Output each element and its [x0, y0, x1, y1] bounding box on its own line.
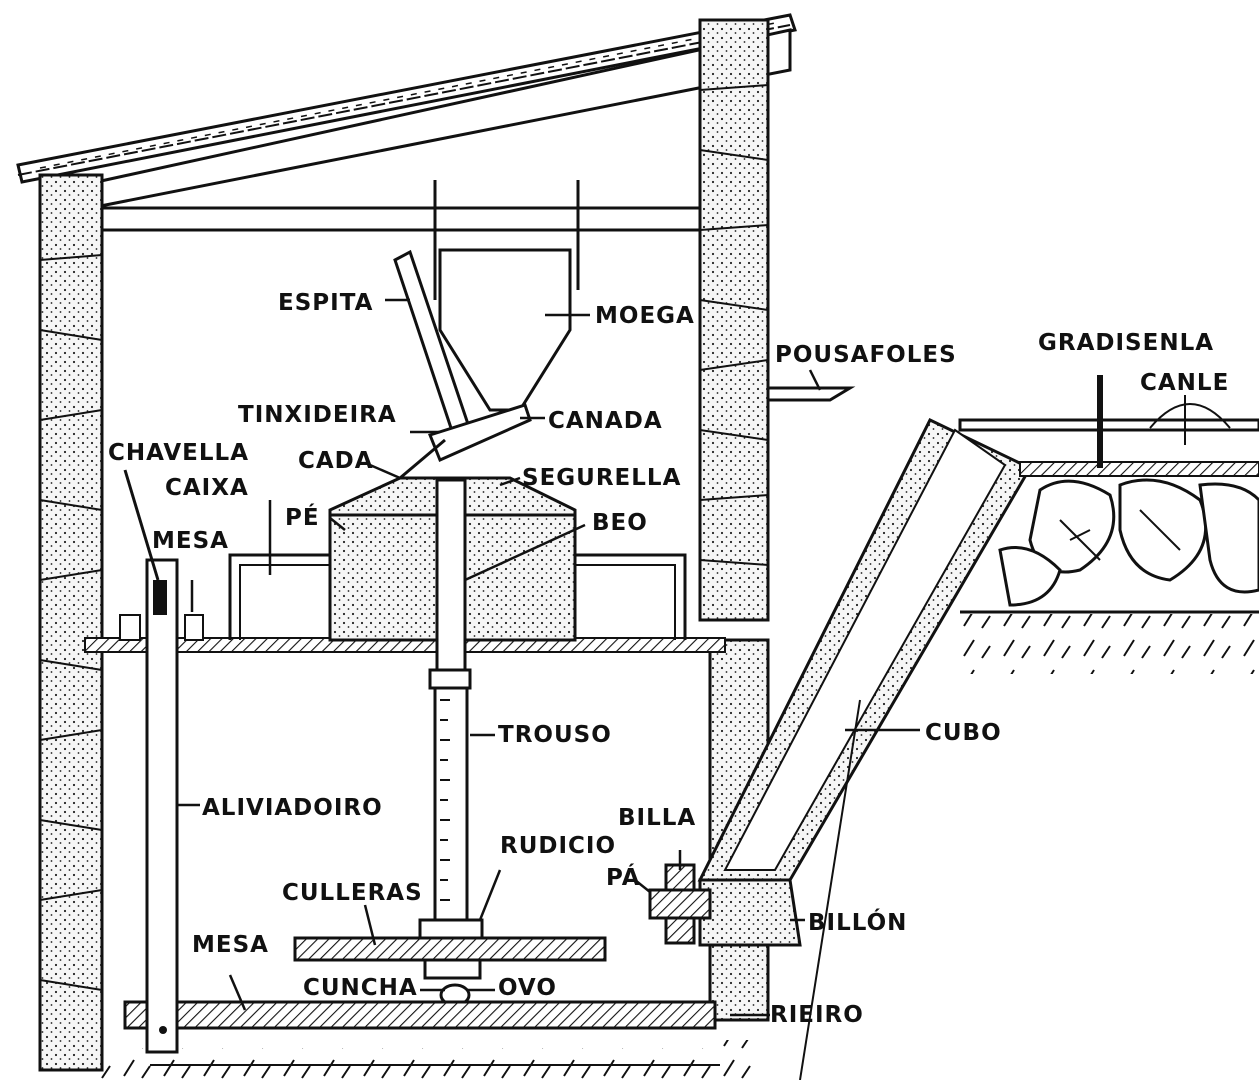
ceiling-beam — [68, 206, 762, 232]
label-canada: CANADA — [548, 408, 663, 434]
shaft — [428, 478, 472, 930]
label-pousafoles: POUSAFOLES — [775, 342, 957, 368]
left-stone-wall — [38, 173, 104, 1072]
label-billa: BILLA — [618, 805, 696, 831]
label-canle: CANLE — [1140, 370, 1229, 396]
bottom-beam — [123, 1000, 717, 1030]
label-rudicio: RUDICIO — [500, 833, 616, 859]
pousafoles-shelf — [766, 386, 856, 402]
label-ovo: OVO — [498, 975, 557, 1001]
water-wheel — [293, 918, 607, 1007]
label-mesa-top: MESA — [152, 528, 229, 554]
ground — [100, 610, 1259, 1080]
label-pa: PÁ — [606, 863, 641, 891]
label-cada: CADA — [298, 448, 374, 474]
label-billon: BILLÓN — [808, 908, 907, 936]
label-tinxideira: TINXIDEIRA — [238, 402, 397, 428]
label-espita: ESPITA — [278, 290, 373, 316]
tinxideira-rod — [399, 438, 446, 480]
label-segurella: SEGURELLA — [522, 465, 681, 491]
lever-aliviadoiro — [119, 469, 204, 1054]
leader-lines — [178, 298, 920, 1017]
canal-canle — [958, 375, 1259, 477]
label-mesa-bottom: MESA — [192, 932, 269, 958]
caixa-box — [228, 553, 687, 640]
label-cubo: CUBO — [925, 720, 1002, 746]
label-gradisenla: GRADISENLA — [1038, 330, 1214, 356]
hopper — [393, 180, 580, 463]
label-culleras: CULLERAS — [282, 880, 423, 906]
label-moega: MOEGA — [595, 303, 695, 329]
roof — [16, 13, 797, 214]
label-rieiro: RIEIRO — [770, 1002, 864, 1028]
label-beo: BEO — [592, 510, 648, 536]
nozzle-billa — [648, 863, 712, 945]
label-chavella: CHAVELLA — [108, 440, 249, 466]
label-aliviadoiro: ALIVIADOIRO — [202, 795, 383, 821]
penstock-cubo — [697, 418, 1033, 947]
label-pe: PÉ — [285, 503, 320, 531]
label-trouso: TROUSO — [498, 722, 612, 748]
label-cuncha: CUNCHA — [303, 975, 418, 1001]
label-caixa: CAIXA — [165, 475, 249, 501]
rocks — [998, 478, 1259, 607]
